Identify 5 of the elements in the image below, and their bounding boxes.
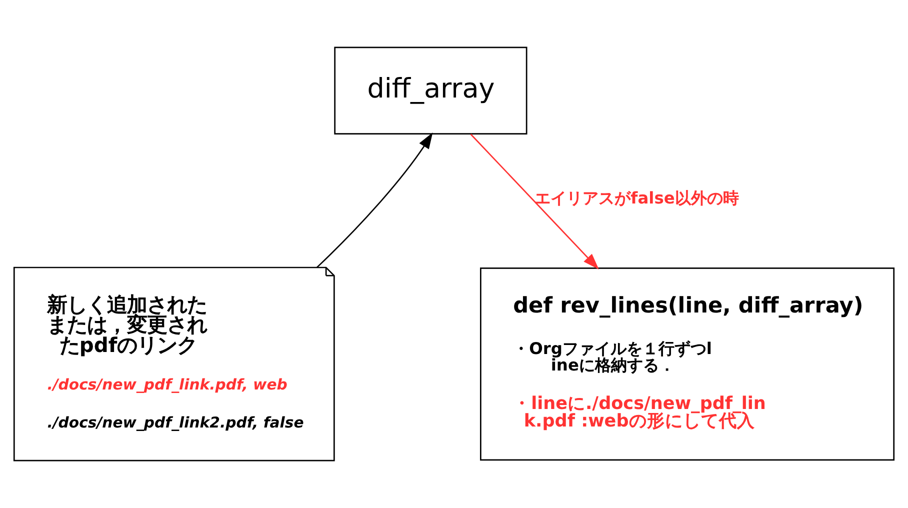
edge-label: エイリアスがfalse以外の時 (534, 188, 739, 208)
node-box: diff_array (334, 46, 528, 134)
arrow (316, 132, 433, 268)
node-box: def rev_lines(line, diff_array) ・Orgファイルを１行ずつlineに格納する． ・lineに./docs/new_pdf_link.pdf :webの形にして代入 (480, 268, 895, 461)
arrow (470, 134, 599, 270)
